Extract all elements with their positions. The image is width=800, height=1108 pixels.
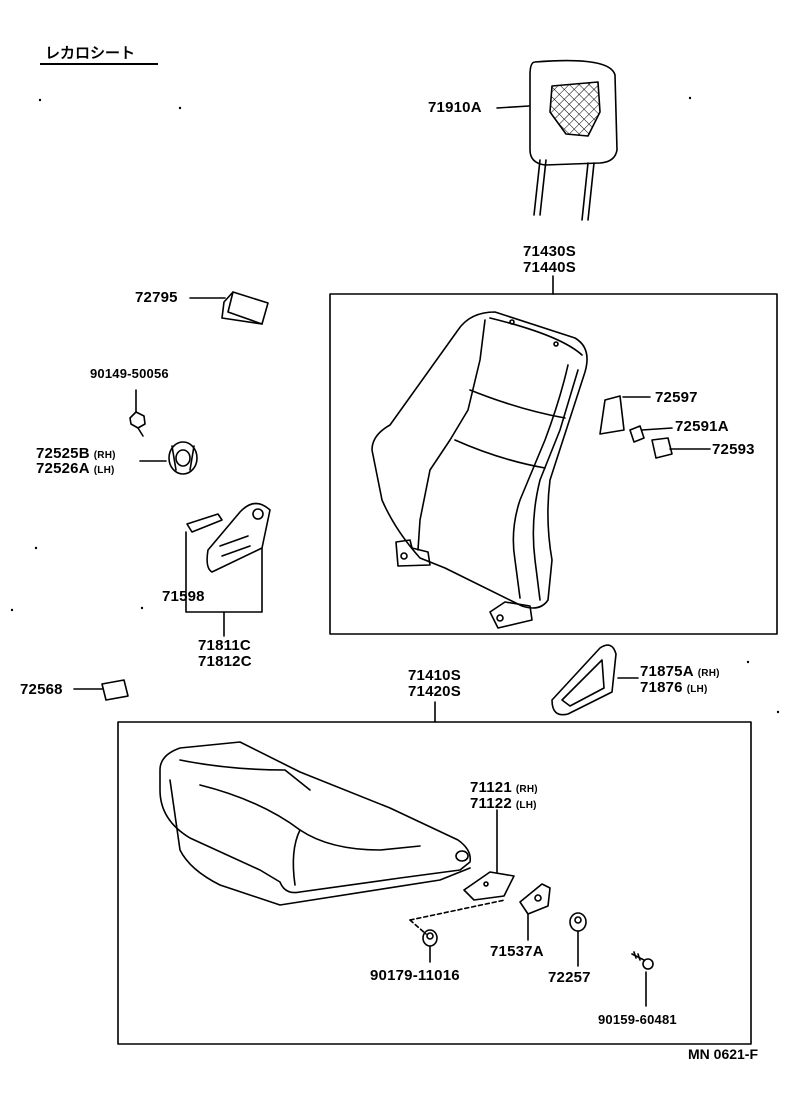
label-71811c: 71811C <box>198 637 251 654</box>
p72795-drawing <box>190 292 268 324</box>
headrest-drawing <box>497 61 617 220</box>
label-90159: 90159-60481 <box>598 1012 677 1027</box>
label-71122: 71122(LH) <box>470 795 537 812</box>
p90149-drawing <box>130 390 145 436</box>
diagram-title: レカロシート <box>45 45 136 62</box>
p90159-drawing <box>632 952 653 1006</box>
p90179-drawing <box>423 930 437 962</box>
diagram-code: MN 0621-F <box>688 1046 759 1062</box>
cushion-drawing <box>160 742 470 905</box>
label-72591a: 72591A <box>675 418 729 435</box>
label-72525b: 72525B(RH) <box>36 445 116 462</box>
label-72593: 72593 <box>712 441 755 458</box>
label-cushion-a: 71410S <box>408 667 461 684</box>
p72257-drawing <box>570 913 586 966</box>
label-cushion-b: 71420S <box>408 683 461 700</box>
stray-dots <box>11 97 778 712</box>
p72593-drawing <box>652 438 710 458</box>
label-71812c: 71812C <box>198 653 252 670</box>
seatback-drawing <box>372 312 587 628</box>
p71537a-drawing <box>520 884 550 940</box>
label-71537a: 71537A <box>490 943 544 960</box>
p72597-drawing <box>600 396 650 434</box>
p71121-drawing <box>410 810 514 934</box>
label-71598: 71598 <box>162 588 205 605</box>
label-72257: 72257 <box>548 969 591 986</box>
label-72526a: 72526A(LH) <box>36 460 115 477</box>
label-72795: 72795 <box>135 289 178 306</box>
label-90179: 90179-11016 <box>370 967 460 984</box>
label-72597: 72597 <box>655 389 698 406</box>
label-71876: 71876(LH) <box>640 679 708 696</box>
p72568-drawing <box>74 680 128 700</box>
label-71875a: 71875A(RH) <box>640 663 720 680</box>
label-72568: 72568 <box>20 681 63 698</box>
label-back-b: 71440S <box>523 259 576 276</box>
label-headrest: 71910A <box>428 99 482 116</box>
seatback-frame <box>330 276 777 634</box>
label-back-a: 71430S <box>523 243 576 260</box>
title-underline <box>40 63 158 65</box>
label-71121: 71121(RH) <box>470 779 538 796</box>
label-90149: 90149-50056 <box>90 366 169 381</box>
cushion-frame <box>118 702 751 1044</box>
p72525b-drawing <box>140 442 197 474</box>
p71875a-drawing <box>552 645 638 715</box>
p72591a-drawing <box>630 426 672 442</box>
p71598-drawing <box>186 503 270 636</box>
